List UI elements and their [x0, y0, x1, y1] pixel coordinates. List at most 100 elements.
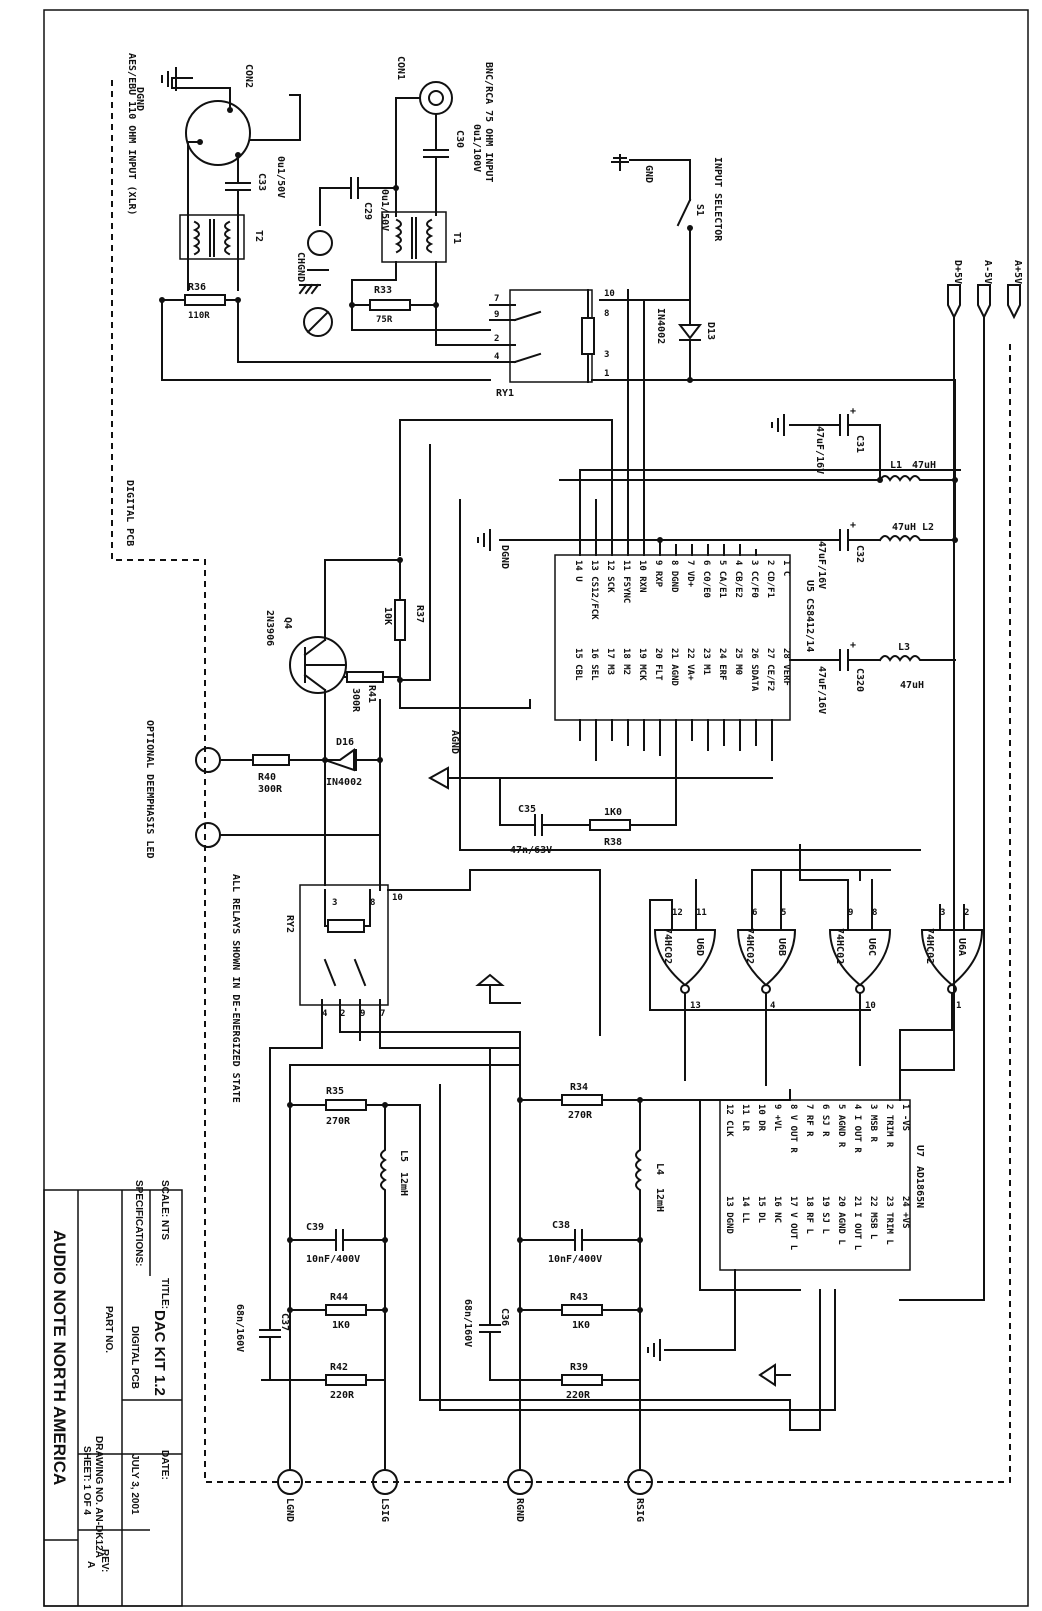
- u6b-label: U6B: [776, 938, 787, 956]
- gate-output-wiring: [684, 1009, 953, 1086]
- resistor-r42: R42 220R: [261, 1362, 386, 1401]
- dgnd-u5-label: DGND: [499, 545, 510, 569]
- input-selector-switch-s1: GND S1 INPUT SELECTOR: [599, 154, 723, 301]
- drawing-title: DAC KIT 1.2: [151, 1310, 168, 1396]
- aes-input-label: AES/EBU 110 OHM INPUT (XLR): [126, 53, 137, 216]
- u7-pin-label: 7 RF R: [804, 1104, 814, 1137]
- capacitor-c39: C39 10nF/400V: [287, 1222, 388, 1265]
- digital-pcb-boundary: [111, 80, 1011, 1483]
- bnc-connector-con1: CON1 BNC/RCA 75 OHM INPUT: [395, 56, 494, 189]
- u7-pin-label: 22 MSB L: [868, 1196, 878, 1240]
- u5-pin-label: 9 RXP: [653, 560, 663, 588]
- rev-label: REV:: [99, 1549, 110, 1572]
- svg-text:9: 9: [494, 310, 499, 320]
- capacitor-c32: + C32 47uF/16V: [639, 520, 881, 589]
- u5-pin-label: 21 AGND: [669, 648, 679, 687]
- u7-pin-label: 8 V OUT R: [788, 1104, 798, 1153]
- ap5v-label: A+5V: [1012, 260, 1023, 284]
- capacitor-c38: C38 10nF/400V: [517, 1220, 643, 1265]
- svg-text:4: 4: [770, 1001, 776, 1011]
- inductor-l2: 47uH L2: [878, 479, 958, 543]
- am5v-label: A-5V: [982, 260, 993, 284]
- transistor-q4: Q4 2N3906: [264, 559, 401, 761]
- q4-ref: Q4: [282, 617, 293, 629]
- u7-pin-label: 20 AGND L: [836, 1196, 846, 1245]
- u5-label: U5 CS8412/14: [804, 580, 815, 652]
- dgnd-symbol: [161, 67, 177, 91]
- r33-value: 75R: [376, 315, 393, 325]
- gnd-label: GND: [643, 165, 654, 183]
- u7-pin-label: 9 +VL: [772, 1104, 782, 1132]
- u6c-type: 74HC02: [834, 928, 845, 964]
- gate-wiring: [599, 844, 891, 1036]
- con1-label: CON1: [395, 56, 406, 80]
- u5-pin-label: 26 SDATA: [749, 648, 759, 692]
- resistor-r34: R34 270R: [517, 1082, 701, 1121]
- svg-text:13: 13: [690, 1001, 701, 1011]
- u5-pin-label: 3 CC/F0: [749, 560, 759, 598]
- u5-pin-label: 4 CB/E2: [733, 560, 743, 598]
- svg-text:2: 2: [964, 908, 969, 918]
- u6d-type: 74HC02: [662, 928, 673, 964]
- resistor-r43: R43 1K0: [517, 1292, 643, 1331]
- u5-pin-label: 19 MCK: [637, 648, 647, 681]
- c35-value: 47n/63V: [510, 845, 552, 856]
- l2-ref: L2: [922, 522, 934, 533]
- transformer-t2: T2: [179, 214, 264, 291]
- t2-label: T2: [253, 230, 264, 242]
- agnd-triangle-low: [758, 1363, 791, 1387]
- r44-value: 1K0: [332, 1320, 350, 1331]
- r41-value: 300R: [350, 688, 361, 713]
- c39-value: 10nF/400V: [306, 1254, 360, 1265]
- title-block: AUDIO NOTE NORTH AMERICA SCALE: NTS SPEC…: [43, 1180, 183, 1607]
- dgnd-label-top: DGND: [134, 87, 145, 111]
- r35-value: 270R: [326, 1116, 351, 1127]
- resistor-r40: R40 300R: [221, 754, 326, 795]
- c320-value: 47uF/16V: [816, 666, 827, 714]
- c31-ref: C31: [854, 435, 865, 453]
- xlr-connector-con2: [171, 77, 301, 231]
- u5-pin-label: 1 C: [781, 560, 791, 576]
- u7-pin-label: 6 SJ R: [820, 1104, 830, 1137]
- svg-text:3: 3: [940, 908, 945, 918]
- inductor-l1: L1 47uH: [559, 460, 958, 483]
- transformer-t1: T1: [351, 187, 491, 331]
- r39-ref: R39: [570, 1362, 588, 1373]
- c29-value: 0u1/50V: [379, 189, 390, 231]
- drawing-subtitle: DIGITAL PCB: [129, 1326, 140, 1389]
- d13-ref: D13: [705, 322, 716, 340]
- date-value: JULY 3, 2001: [129, 1454, 140, 1515]
- r44-ref: R44: [330, 1292, 348, 1303]
- u6b-type: 74HC02: [744, 928, 755, 964]
- u5-pin-label: 20 FLT: [653, 648, 663, 681]
- svg-text:+: +: [850, 520, 856, 531]
- agnd-symbol: AGND: [427, 730, 773, 790]
- l5-value: 12mH: [398, 1172, 409, 1196]
- left-out-wiring: [419, 1084, 836, 1431]
- u7-pin-label: 5 AGND R: [836, 1104, 846, 1148]
- u7-pin-label: 3 MSB R: [868, 1104, 878, 1143]
- capacitor-c320: + C320 47uF/16V: [789, 640, 881, 714]
- d16-value: IN4002: [326, 777, 362, 788]
- c36-ref: C36: [499, 1308, 510, 1326]
- d13-value: IN4002: [655, 308, 666, 344]
- u7-pin-label: 2 TRIM R: [884, 1104, 894, 1148]
- resistor-r44: R44 1K0: [287, 1292, 388, 1331]
- resistor-r33: R33 75R: [349, 285, 491, 346]
- u5-pin-label: 18 M2: [621, 648, 631, 675]
- svg-text:7: 7: [380, 1009, 385, 1019]
- r43-ref: R43: [570, 1292, 588, 1303]
- u7-ref: U7: [914, 1145, 925, 1157]
- svg-text:4: 4: [494, 352, 500, 362]
- svg-text:10: 10: [392, 893, 403, 903]
- rev-value: A: [85, 1561, 96, 1568]
- u5-pin-label: 14 U: [573, 560, 583, 582]
- digital-pcb-label: DIGITAL PCB: [124, 480, 135, 546]
- sheet-number: SHEET: 1 OF 4: [81, 1446, 92, 1515]
